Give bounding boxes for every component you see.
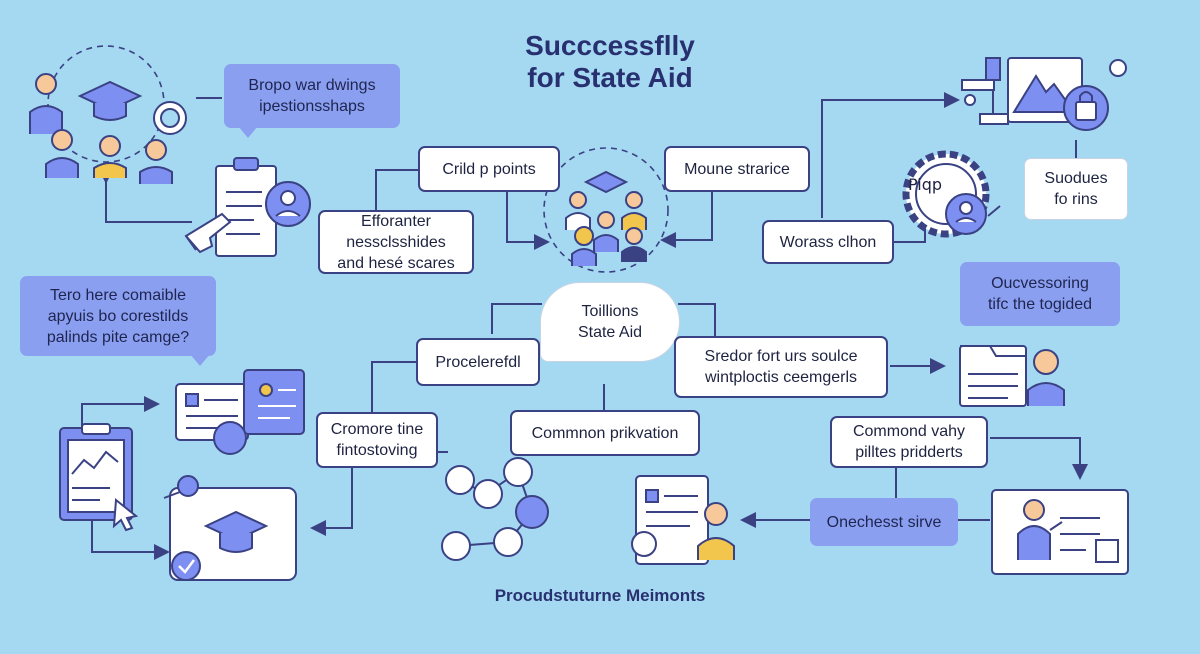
node-text: pilltes pridderts [855, 444, 963, 461]
chart-clipboard-icon [59, 423, 133, 521]
bubble-tail [190, 354, 210, 366]
cursor-icon [112, 498, 139, 532]
user-badge-icon [265, 181, 311, 227]
node-text: State Aid [577, 324, 643, 341]
node-text: Commnon prikvation [531, 424, 679, 442]
chat-card-icon [175, 369, 305, 455]
node-text: tifc the togided [987, 296, 1093, 313]
node-text: Suodues [1044, 170, 1108, 187]
student-group-icon [565, 170, 647, 266]
dashed-ring [543, 147, 669, 273]
node-text: fo rins [1054, 191, 1098, 208]
people-network-icon [441, 457, 549, 561]
node-text: Worass clhon [779, 233, 877, 251]
node-text: Onechesst sirve [826, 513, 942, 531]
node-crild-points: Crild p points [418, 146, 560, 192]
title-line: for State Aid [527, 62, 693, 93]
node-text: Sredor fort urs soulce [704, 348, 858, 365]
connector [990, 437, 1088, 480]
node-suodues: Suodues fo rins [1024, 158, 1128, 220]
node-worass-clhon: Worass clhon [762, 220, 894, 264]
connector [821, 92, 960, 218]
connector [371, 361, 416, 412]
pointing-hand-icon [184, 212, 232, 254]
connector [98, 168, 192, 223]
node-text: Moune strarice [684, 160, 790, 178]
document-person-icon [631, 475, 735, 565]
desk-lamp-icon [961, 57, 1009, 125]
folder-person-icon [959, 345, 1065, 407]
node-toilions-state-aid: Toillions State Aid [540, 282, 680, 362]
diagram-title: Succcessflly for State Aid [440, 30, 780, 94]
connector [491, 303, 542, 334]
connector [660, 192, 713, 248]
node-text: Toillions [581, 303, 639, 320]
node-procelerefdl: Procelerefdl [416, 338, 540, 386]
bubble-top-left: Bropo war dwings ipestionsshaps [224, 64, 400, 128]
title-line: Succcessflly [525, 30, 695, 61]
node-text: Tero here comaible [49, 286, 187, 304]
bubble-left: Tero here comaible apyuis bo corestilds … [20, 276, 216, 356]
team-icon [29, 73, 173, 184]
node-text: Crild p points [442, 160, 536, 178]
graduation-card-icon [163, 475, 297, 581]
node-text: Procelerefdl [435, 353, 521, 371]
connector [310, 468, 353, 536]
connector [91, 518, 170, 560]
node-oucvessoring: Oucvessoring tifc the togided [960, 262, 1120, 326]
node-common-prikvation: Commnon prikvation [510, 410, 700, 456]
pig-sketch-icon: Piqp [908, 175, 1001, 235]
node-moune-strarice: Moune strarice [664, 146, 810, 192]
svg-text:Piqp: Piqp [908, 175, 942, 194]
node-text: Bropo war dwings [248, 77, 376, 94]
node-text: nessclsshides [346, 233, 446, 251]
node-sredor: Sredor fort urs soulce wintploctis ceemg… [674, 336, 888, 398]
node-text: apyuis bo corestilds [47, 307, 189, 325]
node-text: Cromore tine [330, 421, 424, 438]
presenter-board-icon [991, 489, 1129, 575]
graduation-cap-icon [77, 80, 143, 121]
node-text: Oucvessoring [991, 275, 1089, 292]
node-cromore: Cromore tine fintostoving [316, 412, 438, 468]
connector [81, 396, 160, 432]
lock-badge-icon [1063, 59, 1127, 131]
node-text: and hesé scares [337, 254, 455, 272]
node-text: wintploctis ceemgerls [704, 369, 858, 386]
connector [678, 303, 716, 336]
connector [506, 192, 550, 250]
node-onechesst-sirve: Onechesst sirve [810, 498, 958, 546]
node-efforanter: Efforanter nessclsshides and hesé scares [318, 210, 474, 274]
bubble-tail [238, 126, 258, 138]
node-text: Commond vahy [852, 423, 966, 440]
node-text: ipestionsshaps [259, 98, 365, 115]
magnifier-icon [153, 101, 187, 135]
node-text: palinds pite camge? [46, 328, 190, 346]
check-icon [171, 551, 201, 581]
node-text: Efforanter [361, 212, 431, 230]
node-text: fintostoving [336, 442, 418, 459]
clipboard-icon [215, 157, 277, 257]
node-commond-vahy: Commond vahy pilltes pridderts [830, 416, 988, 468]
footer-caption: Procudstuturne Meimonts [494, 586, 706, 605]
